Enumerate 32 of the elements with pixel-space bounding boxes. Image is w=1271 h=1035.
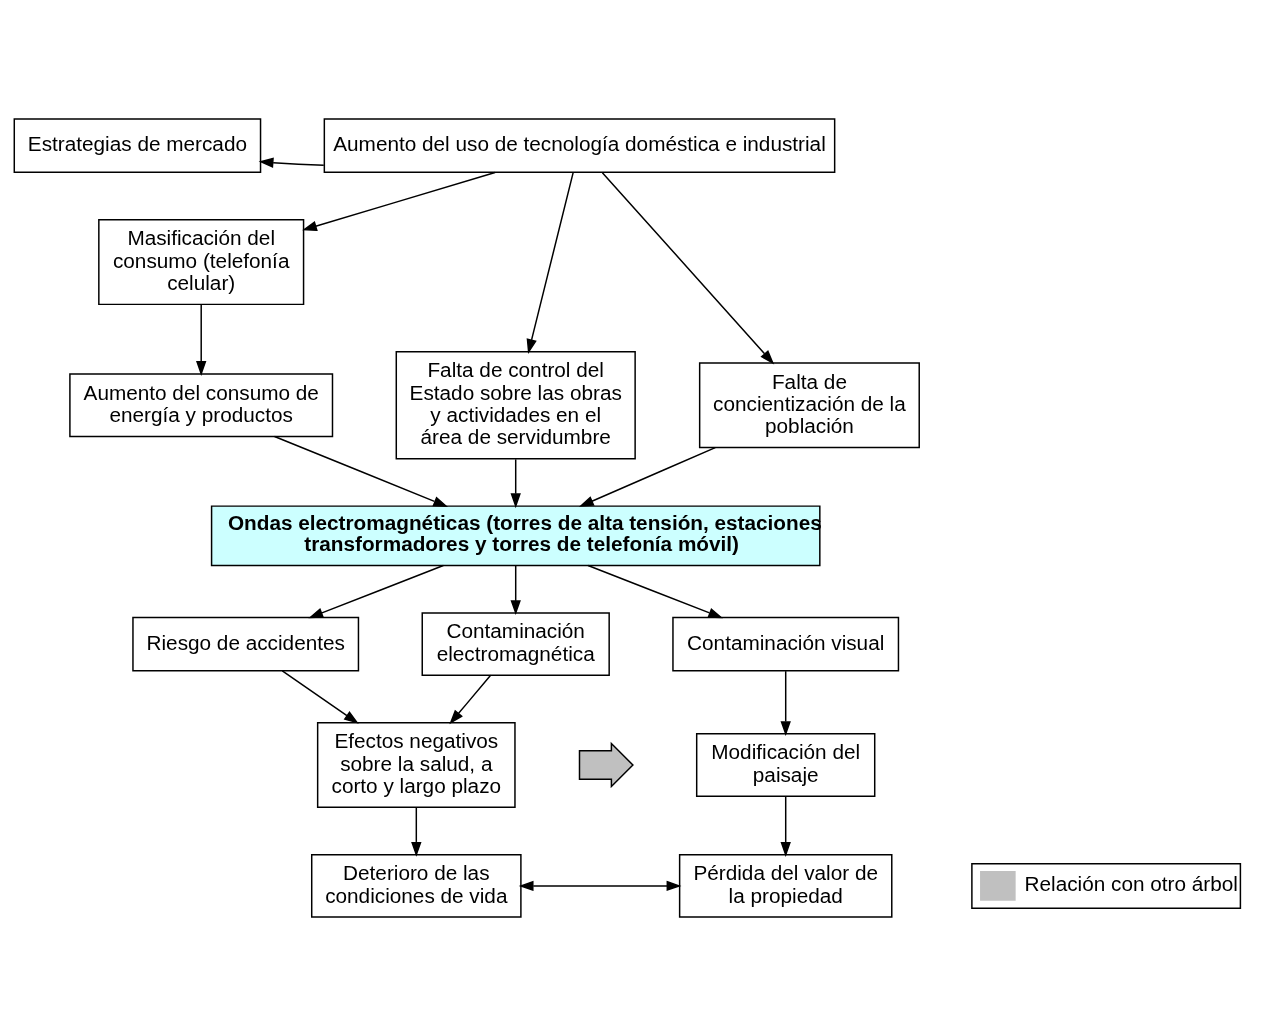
arrow — [780, 795, 791, 857]
node-box: Efectos negativos sobre la salud, a corto y largo plazo — [316, 721, 516, 808]
arrow — [449, 674, 492, 724]
arrow — [518, 880, 682, 891]
arrow — [601, 171, 775, 364]
arrow — [196, 303, 207, 376]
arrow — [587, 564, 724, 618]
arrow — [302, 171, 496, 231]
node-box: Deterioro de las condiciones de vida — [311, 853, 522, 918]
arrow — [258, 157, 325, 168]
node-box: Contaminación visual — [672, 616, 900, 672]
node-box: Pérdida del valor de la propiedad — [678, 853, 893, 918]
node-box: Modificación del paisaje — [695, 732, 876, 797]
arrow — [510, 458, 521, 508]
arrow — [308, 564, 445, 618]
node-box: Aumento del uso de tecnología doméstica e industrial — [323, 117, 836, 173]
arrow — [510, 564, 521, 615]
arrow — [578, 446, 716, 507]
node-box: Estrategias de mercado — [13, 117, 262, 173]
node-box: Aumento del consumo de energía y productos — [69, 372, 334, 437]
node-picture — [578, 741, 634, 788]
arrow — [780, 669, 791, 736]
arrow — [273, 435, 449, 507]
node-box: Masificación del consumo (telefonía celular) — [98, 218, 305, 305]
node-box: Falta de concientización de la población — [698, 361, 920, 448]
node-box: Contaminación electromagnética — [421, 611, 610, 676]
node-box: Falta de control del Estado sobre las obras y actividades en el área de servidumbre — [395, 350, 636, 459]
arrow — [526, 171, 574, 354]
arrow — [281, 669, 359, 724]
legend-label: Relación con otro árbol — [1024, 871, 1238, 895]
arrow — [411, 806, 422, 857]
node-box: Riesgo de accidentes — [132, 616, 360, 672]
